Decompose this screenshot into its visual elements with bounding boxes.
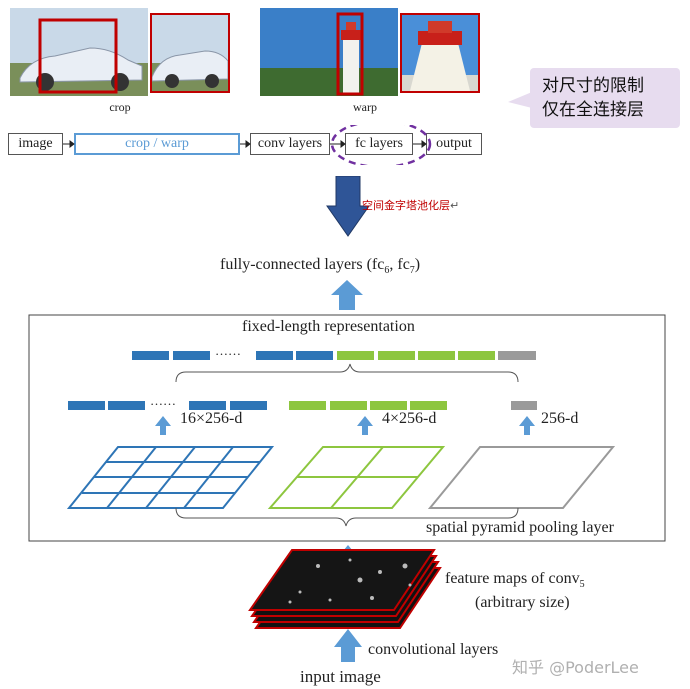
arrow-to-fc: [331, 280, 363, 310]
feature-maps-label: feature maps of conv5: [445, 570, 585, 590]
pipeline-arrows: [63, 125, 432, 165]
note-pointer: [508, 92, 532, 108]
size-restriction-note: 对尺寸的限制 仅在全连接层: [530, 68, 680, 128]
spp-frame: [28, 314, 666, 542]
bottom-brace: [175, 507, 519, 527]
dots-level: ……: [150, 393, 176, 408]
car-crop-icon: [150, 13, 230, 93]
level-vectors: [68, 401, 537, 410]
watermark: 知乎 @PoderLee: [512, 658, 639, 677]
grid-2x2: [267, 446, 446, 509]
spp-chinese-text: 空间金字塔池化层: [362, 199, 450, 212]
warp-example: [260, 8, 398, 96]
conv-layers-label: convolutional layers: [368, 641, 499, 658]
feature-maps-text: feature maps of conv: [445, 570, 580, 587]
pipeline-fc-layers: fc layers: [345, 133, 413, 155]
crop-result: [150, 13, 230, 93]
crop-caption: crop: [109, 100, 131, 114]
warp-result: [400, 13, 480, 93]
top-brace: [175, 363, 519, 383]
fixed-length-bar: [132, 351, 536, 360]
pipeline-output: output: [426, 133, 482, 155]
return-mark: ↵: [450, 199, 460, 212]
arbitrary-size-label: (arbitrary size): [475, 594, 570, 611]
pipeline-crop-warp: crop / warp: [74, 133, 240, 155]
pipeline-conv-layers: conv layers: [250, 133, 330, 155]
lighthouse-warp-icon: [400, 13, 480, 93]
label-256: 256-d: [541, 410, 579, 427]
warp-caption: warp: [353, 100, 377, 114]
fc-title-end: ): [414, 256, 421, 273]
dots-top: ……: [215, 343, 241, 358]
label-16x256: 16×256-d: [180, 410, 243, 427]
fc-title-text: fully-connected layers (fc: [220, 256, 385, 273]
arrow-from-input: [334, 629, 362, 662]
arrow-16: [155, 416, 171, 435]
fc6-sub: 6: [384, 265, 390, 277]
conv5-sub: 5: [579, 579, 585, 591]
fixed-length-label: fixed-length representation: [242, 318, 415, 335]
crop-example: [10, 8, 148, 96]
note-line-2: 仅在全连接层: [542, 100, 644, 120]
arrow-4: [357, 416, 373, 435]
lighthouse-photo-icon: [260, 12, 398, 96]
grid-4x4: [66, 446, 275, 509]
big-down-arrow: [326, 176, 370, 237]
car-photo-icon: [10, 8, 148, 96]
input-image-label: input image: [300, 667, 381, 686]
note-line-1: 对尺寸的限制: [542, 76, 644, 96]
spp-chinese-caption: 空间金字塔池化层↵: [362, 197, 459, 213]
label-4x256: 4×256-d: [382, 410, 437, 427]
feature-maps-stack: [248, 549, 442, 629]
spp-layer-label: spatial pyramid pooling layer: [426, 519, 614, 536]
grid-1x1: [427, 446, 616, 509]
fc-title: fully-connected layers (fc6, fc7): [220, 256, 420, 276]
arrow-1: [519, 416, 535, 435]
pipeline-image: image: [8, 133, 63, 155]
fc7-sub: 7: [409, 265, 415, 277]
fc-title-mid: , fc: [389, 256, 410, 273]
